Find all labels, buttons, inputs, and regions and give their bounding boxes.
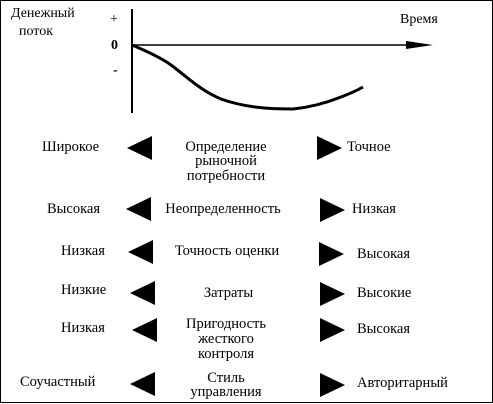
row3-left: Низкая bbox=[61, 243, 105, 259]
row6-left: Соучастный bbox=[20, 374, 96, 390]
row1-center-line1: Определение bbox=[185, 139, 267, 155]
arrow-right-1 bbox=[317, 136, 342, 160]
row1-center-line3: потребности bbox=[186, 168, 266, 184]
y-axis-label-line1: Денежный bbox=[11, 6, 75, 21]
row1-right: Точное bbox=[347, 139, 391, 155]
row5-left: Низкая bbox=[61, 320, 105, 336]
arrow-right-3 bbox=[319, 242, 344, 266]
arrow-left-3 bbox=[128, 240, 153, 264]
row5-center-line3: контроля bbox=[197, 346, 255, 362]
plus-sign: + bbox=[110, 12, 118, 27]
arrow-left-6 bbox=[130, 372, 155, 396]
row6-center-line1: Стиль bbox=[207, 370, 245, 386]
arrow-right-2 bbox=[320, 198, 345, 222]
x-axis-label: Время bbox=[400, 12, 438, 27]
row3-right: Высокая bbox=[357, 246, 411, 262]
row1-left: Широкое bbox=[42, 139, 100, 155]
cash-flow-curve bbox=[131, 43, 364, 111]
arrow-left-2 bbox=[126, 197, 151, 221]
row4-center: Затраты bbox=[203, 285, 254, 301]
row6-center-line2: управления bbox=[190, 384, 262, 400]
arrow-right-4 bbox=[320, 282, 345, 306]
row2-right: Низкая bbox=[352, 201, 396, 217]
row4-right: Высокие bbox=[357, 285, 412, 301]
row3-center: Точность оценки bbox=[174, 243, 280, 259]
row2-left: Высокая bbox=[47, 201, 101, 217]
x-axis-arrowhead bbox=[406, 41, 433, 49]
minus-sign: - bbox=[113, 63, 118, 78]
arrow-left-1 bbox=[127, 136, 152, 160]
arrow-left-4 bbox=[130, 281, 155, 305]
arrow-right-6 bbox=[320, 373, 345, 397]
row5-right: Высокая bbox=[357, 321, 411, 337]
row5-center-line2: жесткого bbox=[198, 331, 254, 347]
row5-center-line1: Пригодность bbox=[185, 316, 267, 332]
arrow-right-5 bbox=[320, 318, 345, 342]
zero-label: 0 bbox=[111, 38, 118, 53]
row4-left: Низкие bbox=[61, 282, 107, 298]
row2-center: Неопределенность bbox=[165, 201, 281, 217]
y-axis-label-line2: поток bbox=[19, 24, 54, 39]
row1-center-line2: рыночной bbox=[195, 153, 257, 169]
row6-right: Авторитарный bbox=[357, 375, 448, 391]
arrow-left-5 bbox=[132, 318, 157, 342]
